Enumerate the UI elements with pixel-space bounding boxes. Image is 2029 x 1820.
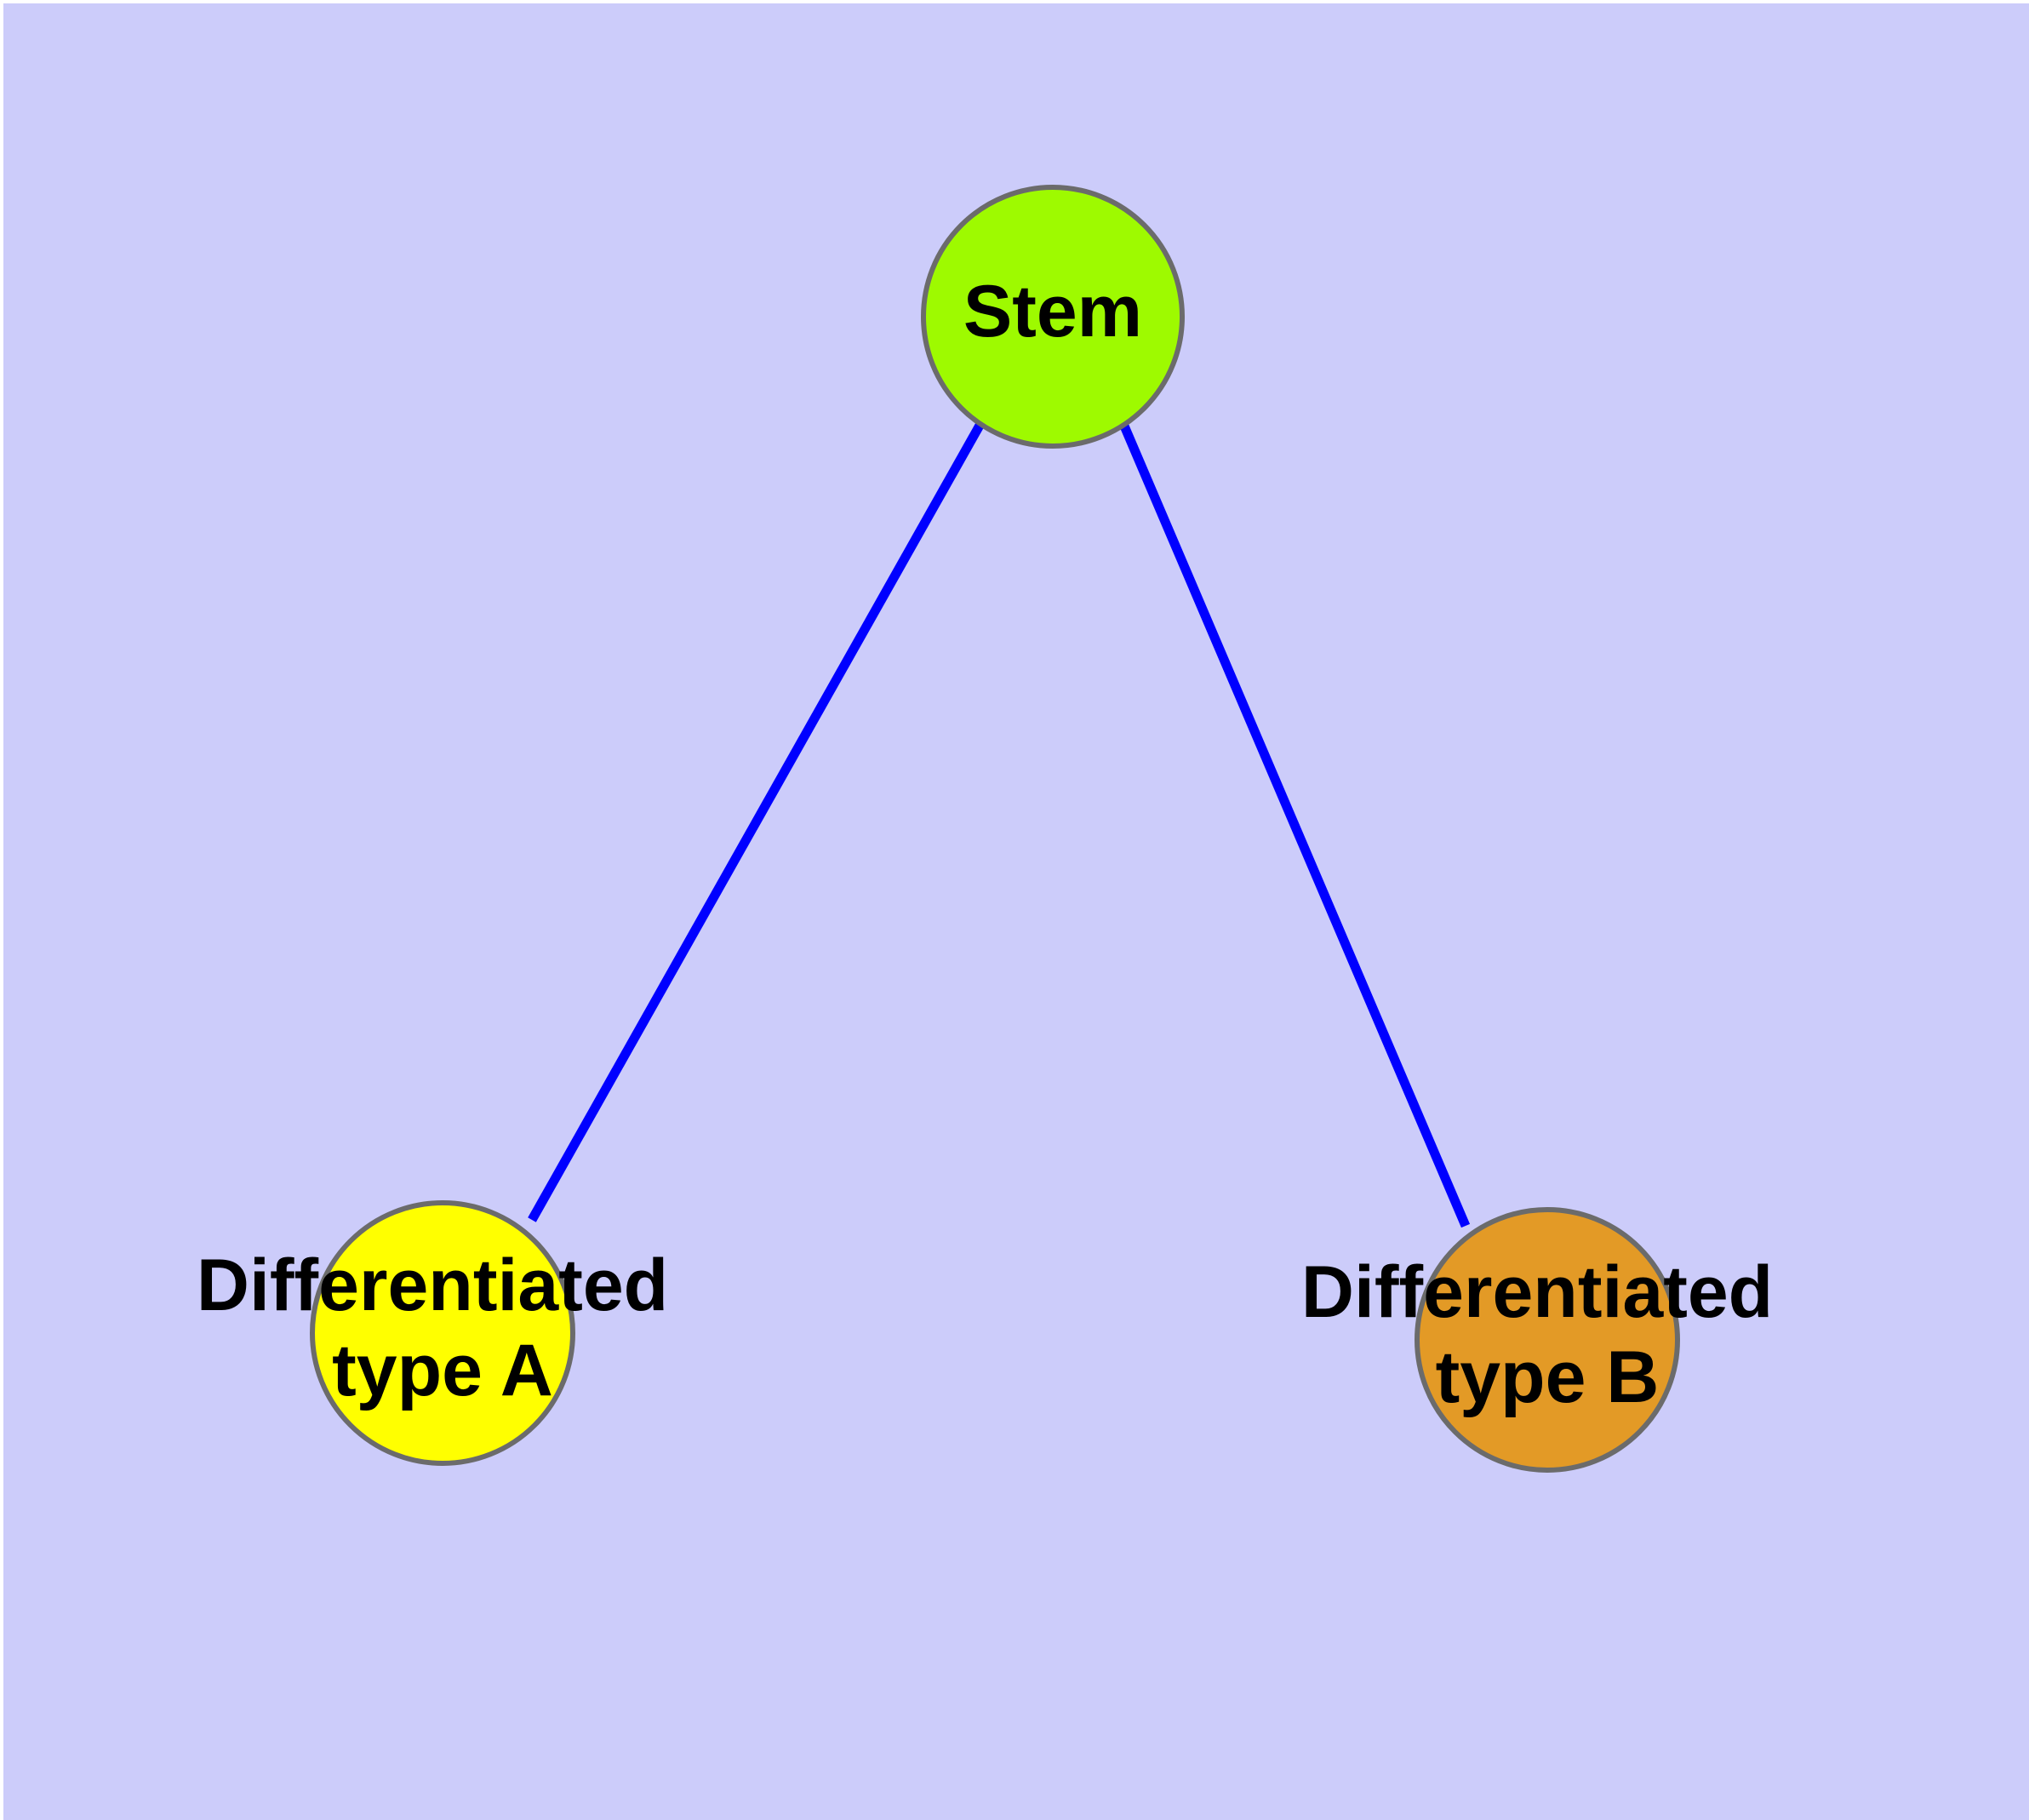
node-label-differentiated-type-b-line-0: Differentiated (1301, 1251, 1773, 1333)
node-label-differentiated-type-b-line-1: type B (1436, 1336, 1660, 1418)
node-stem[interactable] (921, 185, 1185, 449)
edge-stem-to-differentiated-type-b[interactable] (1118, 421, 1471, 1228)
edges-group (528, 421, 1471, 1228)
node-circle-differentiated-type-b[interactable] (1415, 1207, 1680, 1473)
node-circle-stem[interactable] (921, 185, 1185, 449)
node-label-stem-line-0: Stem (963, 271, 1142, 352)
node-differentiated-type-a[interactable] (310, 1200, 575, 1466)
node-label-differentiated-type-a-line-0: Differentiated (197, 1245, 668, 1326)
node-differentiated-type-b[interactable] (1415, 1207, 1680, 1473)
node-label-stem: Stem (963, 271, 1142, 352)
edge-stem-to-differentiated-type-a[interactable] (528, 421, 985, 1222)
node-label-differentiated-type-a-line-1: type A (332, 1330, 553, 1411)
node-label-differentiated-type-a: Differentiated type A (197, 1245, 689, 1411)
nodes-group (310, 185, 1680, 1473)
node-circle-differentiated-type-a[interactable] (310, 1200, 575, 1466)
node-label-differentiated-type-b: Differentiated type B (1301, 1251, 1793, 1418)
labels-group: Stem Differentiated type A Differentiate… (197, 271, 1793, 1418)
